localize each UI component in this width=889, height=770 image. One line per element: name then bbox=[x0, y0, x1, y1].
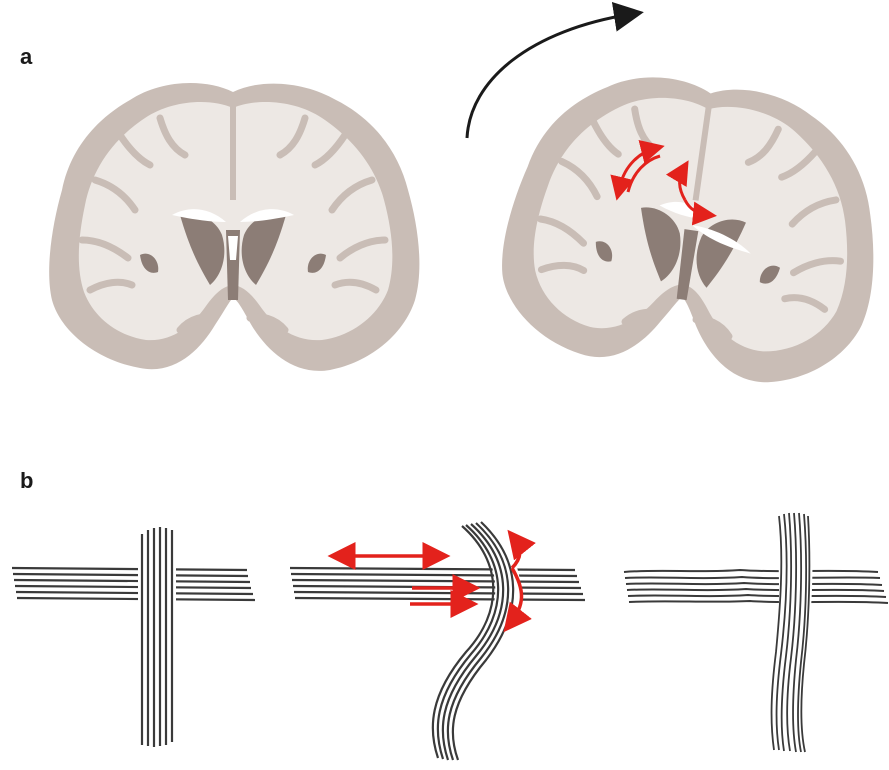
fiber-cross-damaged bbox=[624, 512, 888, 752]
fiber-cross-shearing bbox=[290, 522, 585, 760]
brain-section-rotated bbox=[490, 59, 889, 396]
brain-section-intact bbox=[49, 83, 419, 371]
fiber-cross-intact bbox=[12, 527, 255, 747]
